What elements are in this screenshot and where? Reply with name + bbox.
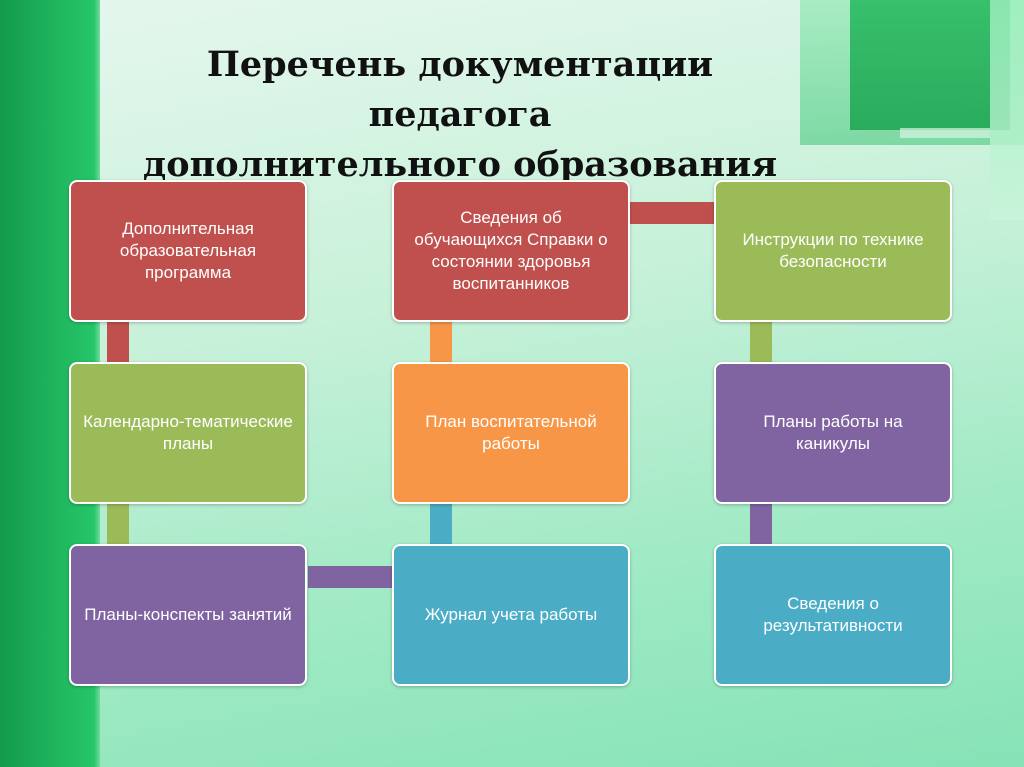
- box-label: Инструкции по технике безопасности: [742, 230, 924, 271]
- box-label: Календарно-тематические планы: [83, 412, 293, 453]
- box-lesson-plans: Планы-конспекты занятий: [69, 544, 307, 686]
- box-label: Сведения о результативности: [763, 594, 903, 635]
- box-performance-information: Сведения о результативности: [714, 544, 952, 686]
- connector-purple-horizontal: [308, 566, 393, 588]
- box-student-information: Сведения об обучающихся Справки о состоя…: [392, 180, 630, 322]
- slide-title-line-1: Перечень документации педагога: [206, 44, 714, 135]
- connector-purple-vertical-right: [750, 502, 772, 545]
- box-work-journal: Журнал учета работы: [392, 544, 630, 686]
- slide-title: Перечень документации педагога дополните…: [110, 40, 810, 190]
- box-safety-instructions: Инструкции по технике безопасности: [714, 180, 952, 322]
- box-label: Планы работы на каникулы: [763, 412, 903, 453]
- box-label: Сведения об обучающихся Справки о состоя…: [414, 208, 608, 293]
- corner-decoration-line: [900, 128, 990, 138]
- box-calendar-thematic-plans: Календарно-тематические планы: [69, 362, 307, 504]
- box-holiday-work-plans: Планы работы на каникулы: [714, 362, 952, 504]
- box-educational-work-plan: План воспитательной работы: [392, 362, 630, 504]
- box-label: Журнал учета работы: [424, 605, 598, 624]
- connector-green-vertical-right: [750, 320, 772, 365]
- corner-decoration-panel: [850, 0, 1010, 130]
- slide-title-line-2: дополнительного образования: [142, 144, 778, 185]
- connector-red-horizontal: [630, 202, 716, 224]
- box-additional-educational-program: Дополнительная образовательная программа: [69, 180, 307, 322]
- box-label: Планы-конспекты занятий: [84, 605, 292, 624]
- connector-green-vertical: [107, 502, 129, 545]
- connector-orange-vertical: [430, 320, 452, 365]
- box-label: План воспитательной работы: [425, 412, 597, 453]
- box-label: Дополнительная образовательная программа: [119, 219, 257, 282]
- corner-decoration-strip: [990, 0, 1024, 220]
- connector-red-vertical: [107, 320, 129, 365]
- connector-blue-vertical: [430, 502, 452, 545]
